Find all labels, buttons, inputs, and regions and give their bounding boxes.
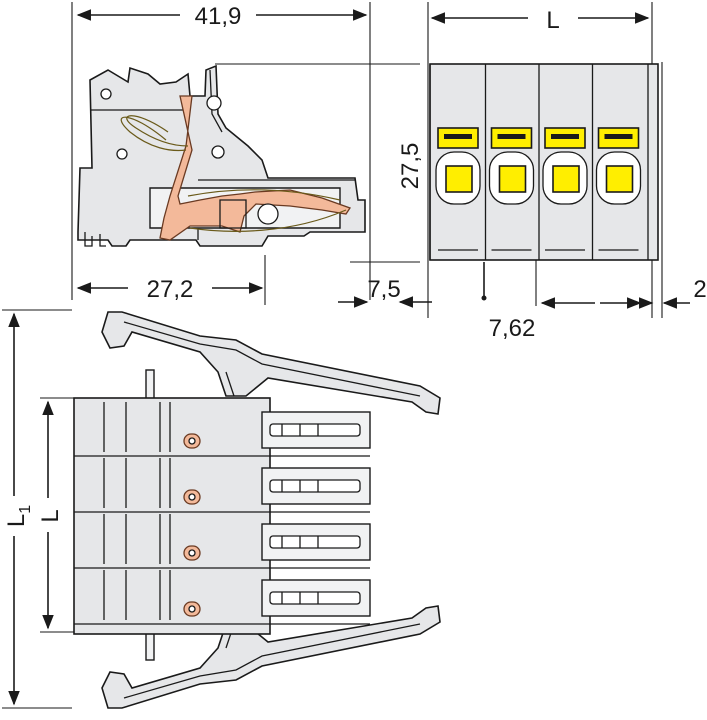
dim-offset: 7,5 <box>367 276 400 303</box>
top-view-pole <box>103 402 371 452</box>
dim-top-width: 41,9 <box>195 3 242 30</box>
dim-top-length: L <box>546 7 559 34</box>
dim-depth: 27,2 <box>147 276 194 303</box>
top-view-upper-lever <box>101 311 441 415</box>
dim-height: 27,5 <box>397 143 424 190</box>
top-view-pole <box>74 567 371 620</box>
dim-edge: 2 <box>693 276 706 303</box>
top-view: L1 L <box>2 309 441 709</box>
dim-bottom-pitch: L <box>37 509 64 522</box>
top-view-housing <box>73 397 271 635</box>
dim-pitch: 7,62 <box>489 315 536 342</box>
side-view: 41,9 27,2 7,5 <box>71 2 432 308</box>
top-view-lower-lever <box>101 605 441 709</box>
front-view-pole <box>591 64 642 260</box>
front-view: L 27,5 7,62 2 <box>397 2 707 342</box>
dim-bottom-total: L1 <box>3 505 34 527</box>
front-view-pole <box>435 127 481 251</box>
front-view-pole <box>538 64 588 260</box>
top-view-pole <box>74 511 371 564</box>
top-view-pole <box>74 455 371 508</box>
front-view-pole <box>484 64 535 260</box>
side-view-clamp-spring <box>159 95 352 241</box>
